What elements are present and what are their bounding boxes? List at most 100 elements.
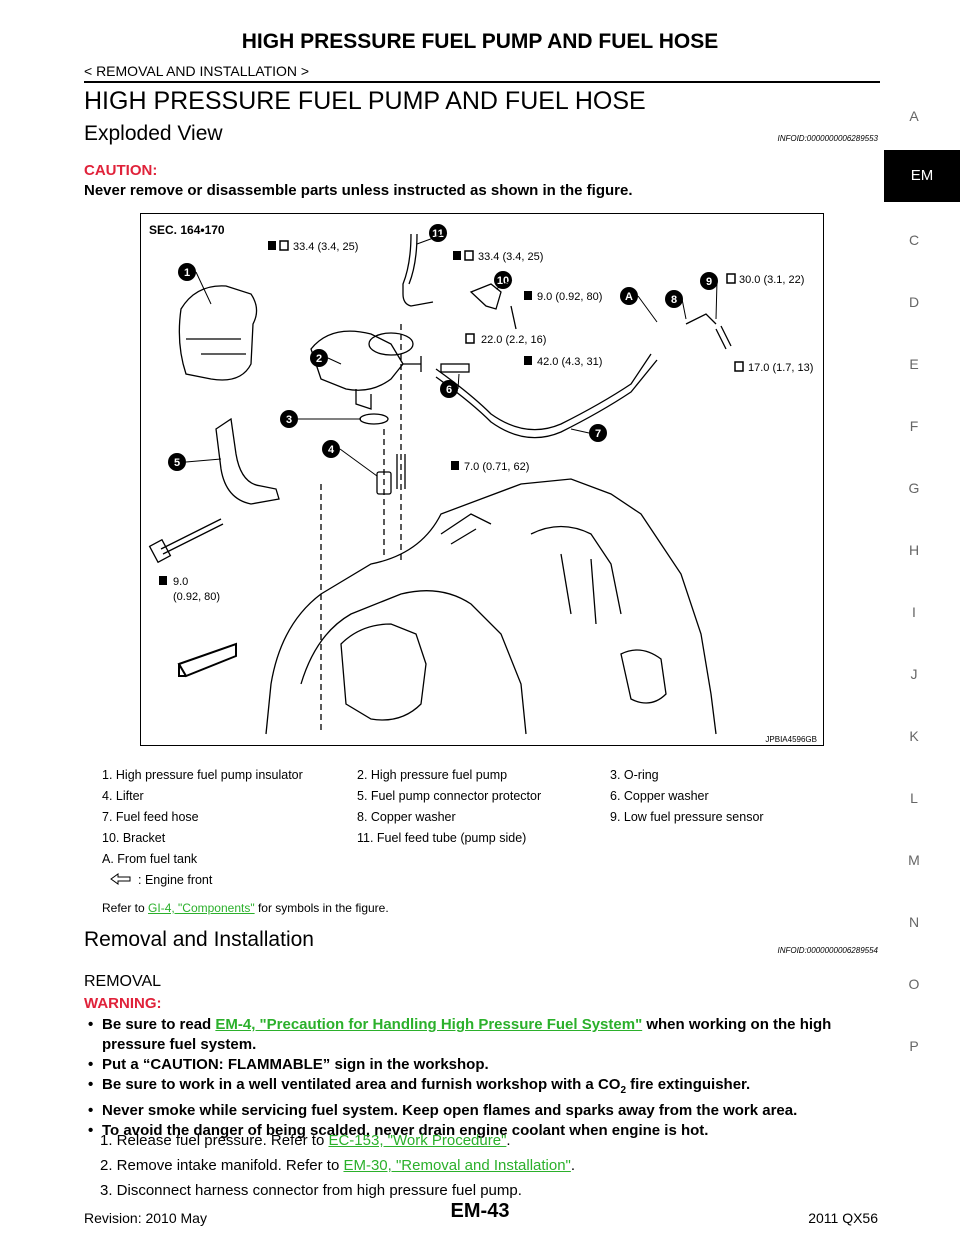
ref-prefix: Refer to <box>102 901 149 915</box>
legend-item: 10. Bracket <box>102 831 166 845</box>
torque-label: 9.0 <box>173 576 188 588</box>
torque-label: 9.0 (0.92, 80) <box>537 291 602 303</box>
callout-5: 5 <box>174 457 180 469</box>
warning-label: WARNING: <box>84 995 162 1012</box>
warning-item: •To avoid the danger of being scalded, n… <box>88 1122 709 1139</box>
warning-text: fire extinguisher. <box>626 1076 751 1093</box>
caution-label: CAUTION: <box>84 162 158 179</box>
callout-a: A <box>625 291 633 303</box>
legend-row: 4. Lifter 5. Fuel pump connector protect… <box>102 789 882 807</box>
section-tab-c[interactable]: C <box>908 232 920 248</box>
procedure-steps: 1. Release fuel pressure. Refer to EC-15… <box>100 1128 575 1203</box>
step-text: 1. Release fuel pressure. Refer to <box>100 1132 329 1149</box>
callout-7: 7 <box>595 428 601 440</box>
torque-label: 17.0 (1.7, 13) <box>748 362 813 374</box>
info-id: INFOID:0000000006289553 <box>777 134 878 143</box>
legend-item: 1. High pressure fuel pump insulator <box>102 768 303 782</box>
page-number: EM-43 <box>450 1200 510 1222</box>
callout-4: 4 <box>328 444 335 456</box>
torque-label: 42.0 (4.3, 31) <box>537 356 602 368</box>
work-procedure-link[interactable]: EC-153, "Work Procedure" <box>328 1132 507 1149</box>
model-year: 2011 QX56 <box>808 1210 878 1226</box>
ref-suffix: for symbols in the figure. <box>254 901 389 915</box>
torque-label: 22.0 (2.2, 16) <box>481 334 546 346</box>
subscript: 2 <box>620 1085 627 1096</box>
legend-item: 11. Fuel feed tube (pump side) <box>357 831 527 845</box>
section-tab-g[interactable]: G <box>908 480 920 496</box>
torque-label: 33.4 (3.4, 25) <box>293 241 358 253</box>
section-tab-k[interactable]: K <box>909 728 919 744</box>
legend-item: 9. Low fuel pressure sensor <box>610 810 764 824</box>
section-tab-h[interactable]: H <box>908 542 920 558</box>
step-text: . <box>570 1157 576 1174</box>
callout-8: 8 <box>671 294 677 306</box>
section-tab-f[interactable]: F <box>909 418 919 434</box>
legend-item: 3. O-ring <box>610 768 659 782</box>
section-tab-p[interactable]: P <box>909 1038 919 1054</box>
callout-10: 10 <box>497 275 509 287</box>
warning-item: •Be sure to read EM-4, "Precaution for H… <box>88 1016 832 1053</box>
precaution-link[interactable]: EM-4, "Precaution for Handling High Pres… <box>215 1016 643 1033</box>
warning-text: when working on the high pressure fuel s… <box>102 1016 832 1053</box>
legend-item: 4. Lifter <box>102 789 144 803</box>
legend-row: 1. High pressure fuel pump insulator 2. … <box>102 768 882 786</box>
torque-label: 33.4 (3.4, 25) <box>478 251 543 263</box>
section-tab-i[interactable]: I <box>912 604 916 620</box>
figure-code: JPBIA4596GB <box>765 735 817 744</box>
step-text: . <box>506 1132 511 1149</box>
caution-text: Never remove or disassemble parts unless… <box>84 182 633 199</box>
warning-text: To avoid the danger of being scalded, ne… <box>102 1122 709 1139</box>
section-tab-o[interactable]: O <box>908 976 920 992</box>
section-tab-a[interactable]: A <box>909 108 919 124</box>
running-header-title: HIGH PRESSURE FUEL PUMP AND FUEL HOSE <box>241 30 719 53</box>
warning-item: •Never smoke while servicing fuel system… <box>88 1102 798 1119</box>
warning-list: •Be sure to read EM-4, "Precaution for H… <box>84 1015 880 1141</box>
page-title: HIGH PRESSURE FUEL PUMP AND FUEL HOSE <box>84 87 646 115</box>
warning-text: Never smoke while servicing fuel system.… <box>102 1102 798 1119</box>
warning-text: Be sure to read <box>102 1016 216 1033</box>
callout-6: 6 <box>446 384 452 396</box>
exploded-view-heading: Exploded View <box>84 122 223 145</box>
step-2: 2. Remove intake manifold. Refer to EM-3… <box>100 1153 575 1178</box>
legend-item: 6. Copper washer <box>610 789 709 803</box>
breadcrumb: < REMOVAL AND INSTALLATION > <box>84 63 310 79</box>
callout-9: 9 <box>706 276 712 288</box>
warning-text: Put a “CAUTION: FLAMMABLE” sign in the w… <box>102 1056 489 1073</box>
info-id: INFOID:0000000006289554 <box>777 946 878 955</box>
section-tab-n[interactable]: N <box>908 914 920 930</box>
section-tab-m[interactable]: M <box>908 852 920 868</box>
section-tab-e[interactable]: E <box>909 356 919 372</box>
legend-item: 8. Copper washer <box>357 810 456 824</box>
callout-11: 11 <box>432 228 444 240</box>
section-tab-l[interactable]: L <box>910 790 918 806</box>
engine-front-label: : Engine front <box>138 873 213 887</box>
warning-item: •Put a “CAUTION: FLAMMABLE” sign in the … <box>88 1056 489 1073</box>
step-3: 3. Disconnect harness connector from hig… <box>100 1182 522 1199</box>
removal-installation-heading: Removal and Installation <box>84 928 314 951</box>
warning-item: •Be sure to work in a well ventilated ar… <box>88 1076 751 1096</box>
legend-row: A. From fuel tank <box>102 852 882 870</box>
torque-label: 7.0 (0.71, 62) <box>464 461 529 473</box>
callout-1: 1 <box>184 267 190 279</box>
legend-row: 7. Fuel feed hose 8. Copper washer 9. Lo… <box>102 810 882 828</box>
step-text: 2. Remove intake manifold. Refer to <box>100 1157 344 1174</box>
section-tab-em-active[interactable]: EM <box>884 150 960 202</box>
section-tab-d[interactable]: D <box>908 294 920 310</box>
header-divider <box>84 81 880 83</box>
legend-item: 5. Fuel pump connector protector <box>357 789 542 803</box>
warning-text: Be sure to work in a well ventilated are… <box>102 1076 621 1093</box>
legend-row: : Engine front <box>102 873 882 891</box>
engine-front-arrow-icon <box>110 873 132 888</box>
callout-2: 2 <box>316 353 322 365</box>
section-tab-j[interactable]: J <box>910 666 918 682</box>
legend-reference: Refer to GI-4, "Components" for symbols … <box>102 901 389 915</box>
legend-item: 2. High pressure fuel pump <box>357 768 508 782</box>
legend-item: A. From fuel tank <box>102 852 198 866</box>
legend-item: 7. Fuel feed hose <box>102 810 199 824</box>
section-number: SEC. 164•170 <box>149 223 225 237</box>
intake-manifold-link[interactable]: EM-30, "Removal and Installation" <box>343 1157 571 1174</box>
exploded-view-figure: SEC. 164•170 1 2 3 4 5 6 7 8 9 10 11 A 3… <box>140 213 824 746</box>
removal-subheading: REMOVAL <box>84 973 162 990</box>
components-link[interactable]: GI-4, "Components" <box>148 901 255 915</box>
legend-row: 10. Bracket 11. Fuel feed tube (pump sid… <box>102 831 882 849</box>
